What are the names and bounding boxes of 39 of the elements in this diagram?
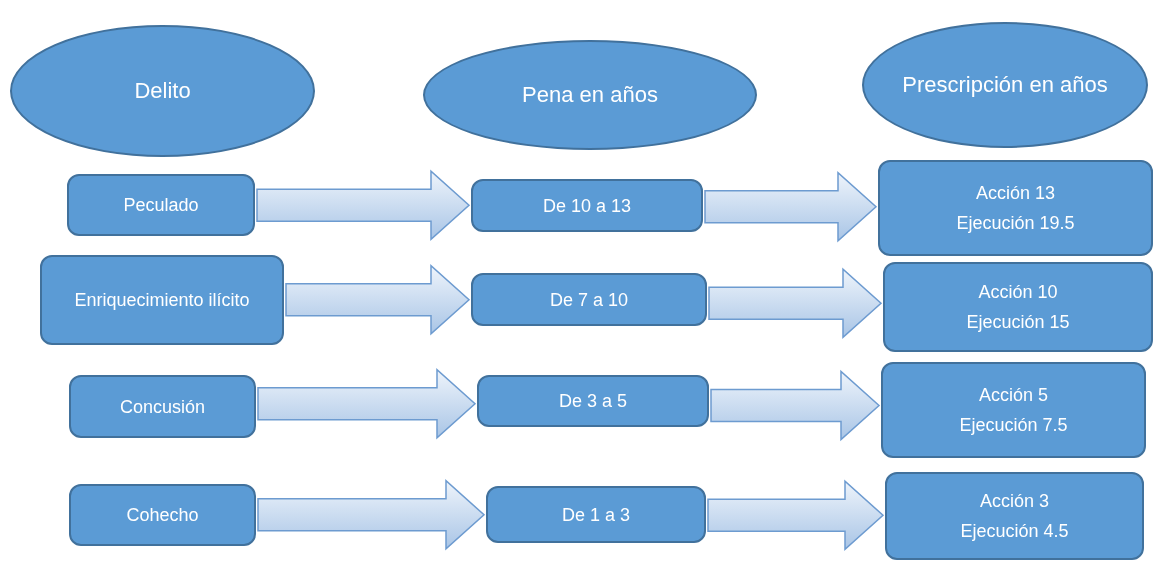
rounded-box	[881, 362, 1146, 458]
rounded-box	[477, 375, 709, 427]
block-arrow	[704, 171, 878, 243]
rounded-box	[471, 179, 703, 232]
block-arrow	[710, 369, 881, 442]
block-arrow	[708, 267, 883, 339]
box-text: Ejecución 19.5	[956, 212, 1075, 235]
rounded-box	[486, 486, 706, 543]
rounded-box	[471, 273, 707, 326]
box-text: De 10 a 13	[542, 194, 632, 218]
rounded-box	[69, 375, 256, 438]
box-text: Delito	[134, 77, 191, 105]
box-text: Prescripción en años	[902, 71, 1108, 99]
box-text: Acción 5	[978, 384, 1048, 407]
block-arrow	[256, 169, 471, 241]
box-text: Acción 3	[979, 490, 1049, 513]
rounded-box	[883, 262, 1153, 352]
block-arrow	[257, 368, 477, 440]
block-arrow	[707, 479, 885, 551]
box-text: Peculado	[123, 194, 199, 217]
box-text: De 1 a 3	[561, 503, 630, 527]
box-text: Enriquecimiento ilícito	[74, 289, 250, 312]
box-text: Ejecución 7.5	[959, 414, 1068, 437]
box-text: Ejecución 4.5	[960, 520, 1069, 543]
rounded-box	[40, 255, 284, 345]
block-arrow	[257, 479, 486, 551]
box-text: De 3 a 5	[558, 390, 627, 413]
rounded-box	[67, 174, 255, 236]
rounded-box	[878, 160, 1153, 256]
rounded-box	[885, 472, 1144, 560]
box-text: Cohecho	[126, 504, 199, 527]
box-text: Concusión	[119, 395, 206, 419]
block-arrow	[285, 264, 471, 336]
box-text: Pena en años	[522, 81, 658, 109]
box-text: Ejecución 15	[966, 311, 1070, 334]
box-text: Acción 13	[975, 182, 1056, 205]
box-text: Acción 10	[978, 281, 1058, 304]
box-text: De 7 a 10	[549, 288, 629, 312]
rounded-box	[69, 484, 256, 546]
